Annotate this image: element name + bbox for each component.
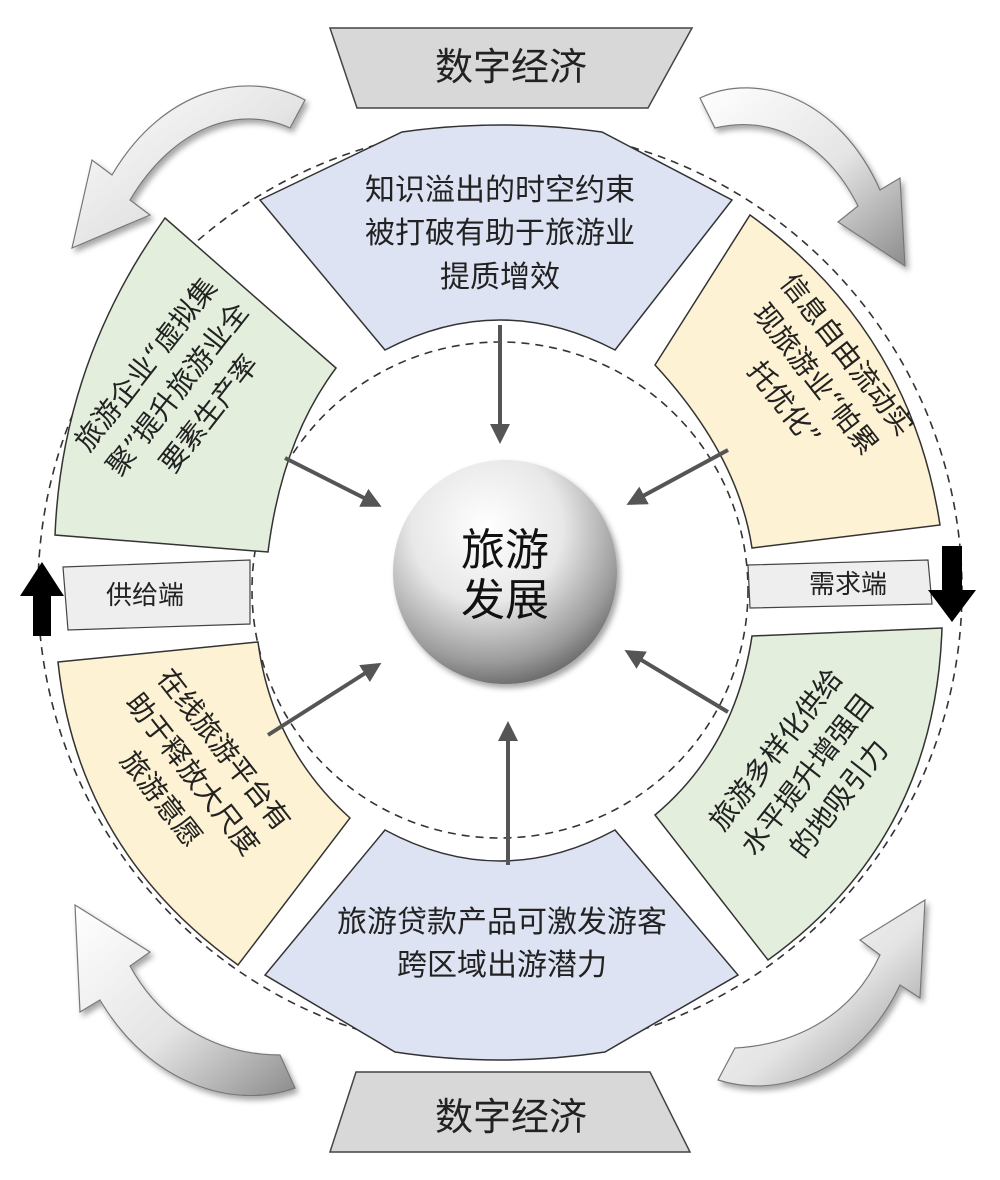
center-title-line-1: 旅游 <box>461 525 549 576</box>
segment-upper-right <box>654 213 941 549</box>
segment-bottom-text: 旅游贷款产品可激发游客 跨区域出游潜力 <box>337 905 667 983</box>
curved-arrow-top-right-icon <box>699 87 906 268</box>
top-tab-label: 数字经济 <box>435 45 587 89</box>
segment-top-line-3: 提质增效 <box>440 260 560 295</box>
demand-down-arrow-icon <box>928 546 976 622</box>
supply-up-arrow-icon <box>20 562 64 636</box>
segment-bottom-line-2: 跨区域出游潜力 <box>397 948 607 983</box>
curved-arrow-top-left-icon <box>71 85 306 250</box>
demand-side-label-box <box>747 559 933 609</box>
segment-lower-left <box>57 641 352 967</box>
segment-top-line-1: 知识溢出的时空约束 <box>365 173 635 208</box>
segment-top-text: 知识溢出的时空约束 被打破有助于旅游业 提质增效 <box>365 173 635 295</box>
supply-side-label-box <box>62 559 251 631</box>
arrow-from-upper-right <box>626 448 729 505</box>
segment-top <box>258 124 734 351</box>
top-tab <box>328 27 694 109</box>
center-sphere <box>393 460 617 684</box>
bottom-tab <box>328 1071 692 1153</box>
arrow-from-upper-left <box>284 456 382 507</box>
segment-top-line-2: 被打破有助于旅游业 <box>365 216 635 251</box>
segment-bottom-line-1: 旅游贷款产品可激发游客 <box>337 905 667 940</box>
curved-arrow-bottom-right-icon <box>717 898 926 1087</box>
segment-lower-right <box>653 627 943 962</box>
segment-upper-left <box>54 216 338 553</box>
segment-bottom <box>263 829 740 1061</box>
demand-side-label: 需求端 <box>809 570 887 600</box>
bottom-tab-label: 数字经济 <box>435 1095 587 1139</box>
inward-arrows <box>266 325 730 865</box>
arrow-from-lower-right <box>624 649 730 714</box>
arrow-from-lower-left <box>266 662 382 737</box>
supply-side-label: 供给端 <box>106 581 184 611</box>
center-title-line-2: 发展 <box>461 575 549 626</box>
curved-arrow-bottom-left-icon <box>74 903 296 1097</box>
